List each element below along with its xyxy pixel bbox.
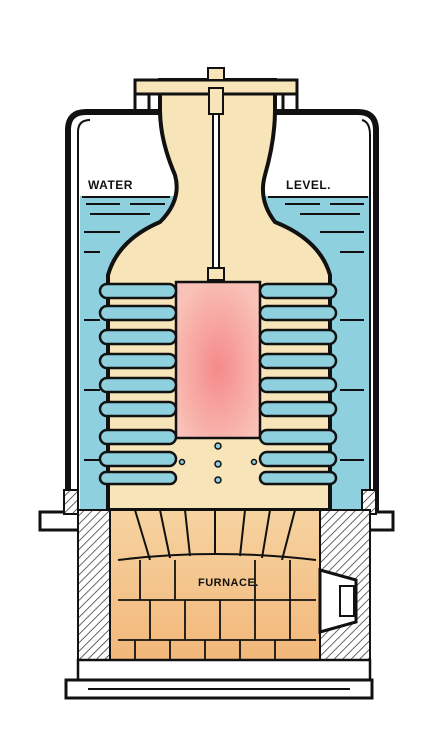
- water-tubes-left: [98, 282, 178, 486]
- outer-shell: [65, 109, 379, 515]
- central-rod: [212, 113, 220, 275]
- ash-pit: [76, 658, 372, 682]
- fire-door-opening: [339, 585, 355, 617]
- label-furnace: FURNACE.: [198, 577, 259, 589]
- tube-ends: [178, 442, 258, 484]
- inner-shell-line: [77, 119, 371, 512]
- brick-grid: [118, 560, 316, 660]
- hot-core: [174, 280, 262, 440]
- firebrick-arch: [117, 509, 317, 561]
- label-level: LEVEL.: [286, 178, 331, 192]
- flange-left-inner: [63, 489, 79, 515]
- valve-body: [208, 87, 224, 115]
- rod-coupling: [207, 267, 225, 281]
- label-water: WATER: [88, 178, 133, 192]
- water-level-lines: [82, 196, 368, 461]
- valve-cap: [207, 67, 225, 81]
- water-tubes-right: [258, 282, 338, 486]
